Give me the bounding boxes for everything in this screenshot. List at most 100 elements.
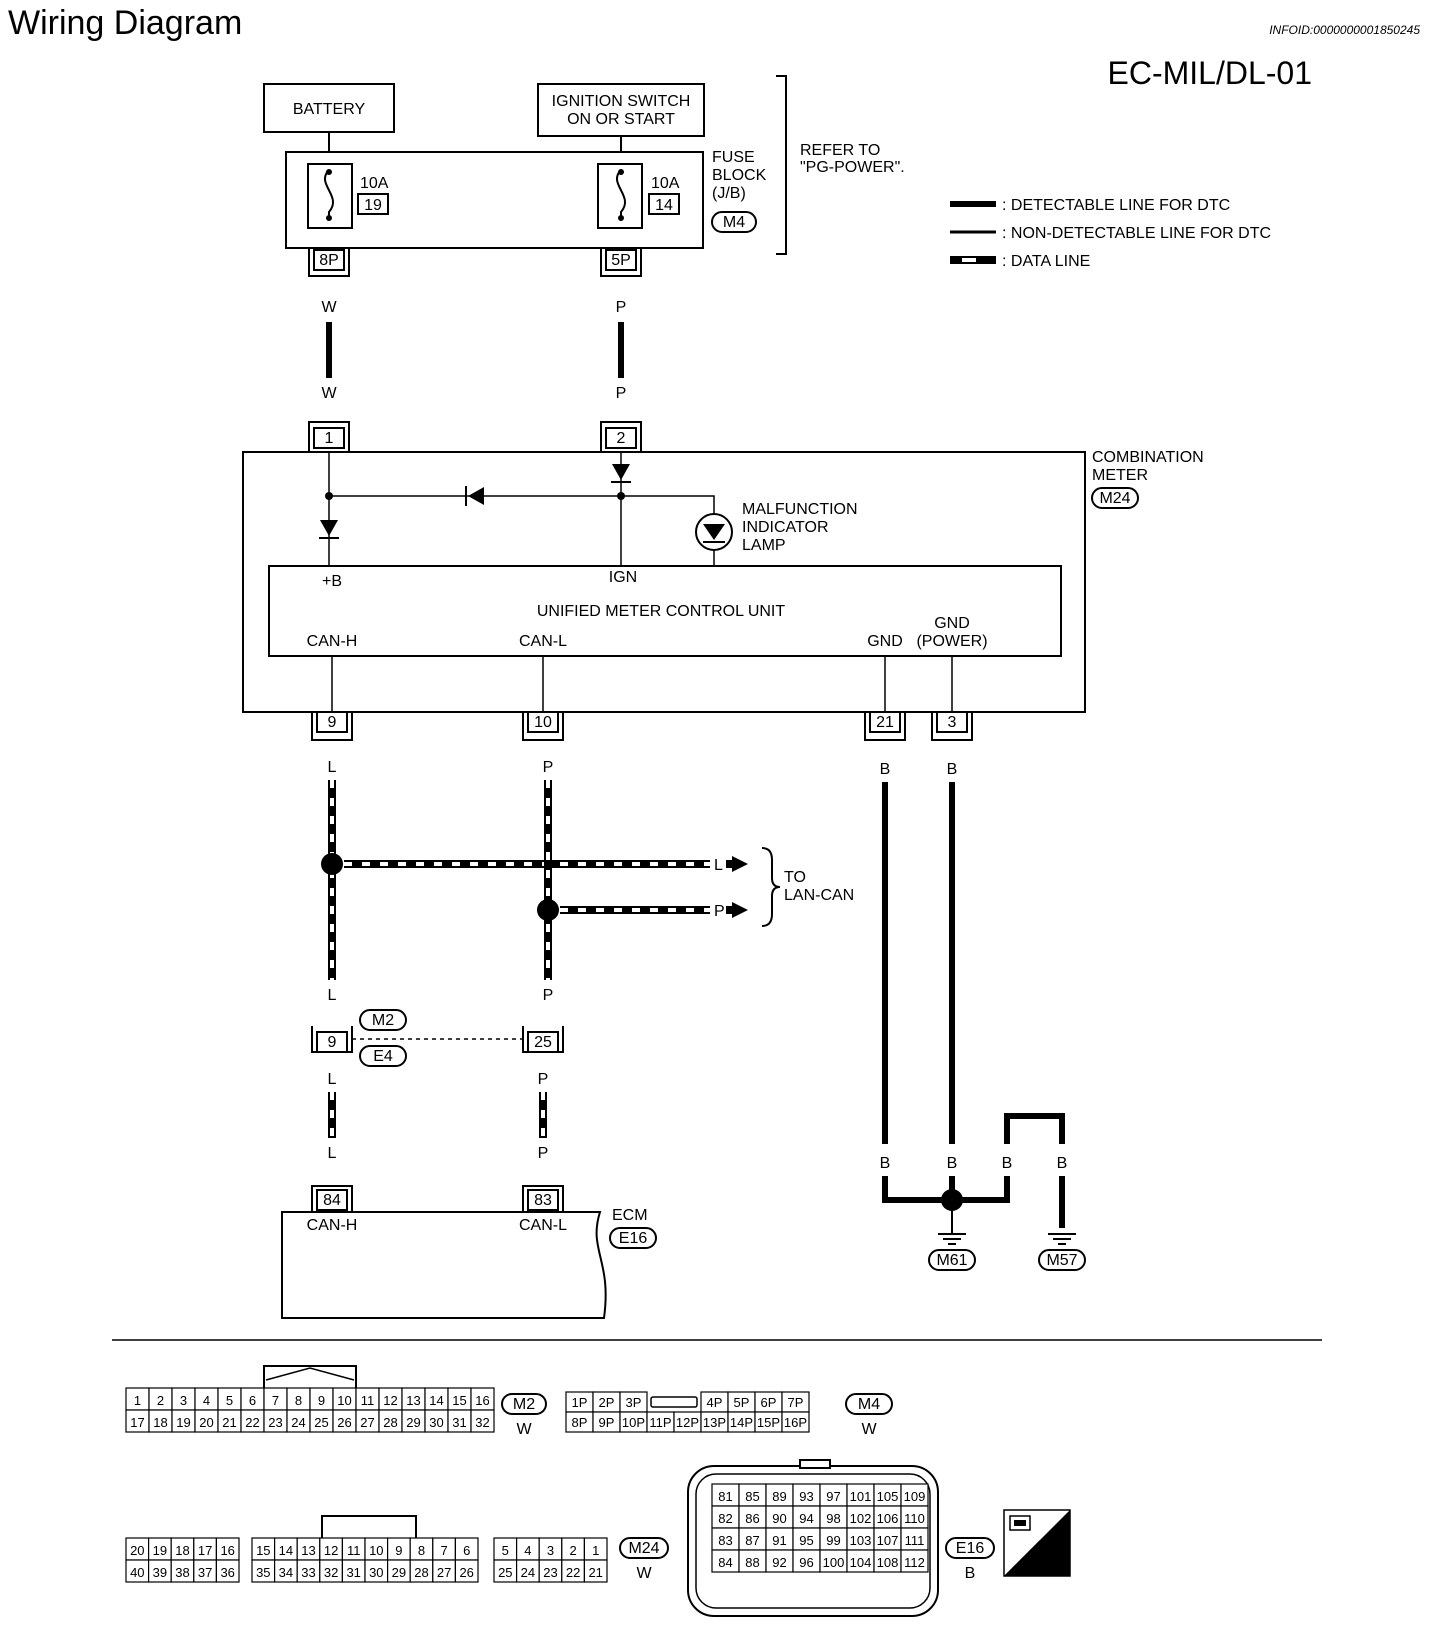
- connector-e16-pin-label: 111: [905, 1533, 925, 1548]
- fuse-block-connector-badge: [711, 211, 757, 233]
- connector-e16-cell: [900, 1549, 929, 1573]
- m57-badge: [1038, 1249, 1086, 1271]
- unified-meter-control-unit: [268, 565, 1062, 657]
- joint-pin-9-label: 9: [328, 1034, 337, 1051]
- connector-m2-pin-label: 19: [176, 1415, 190, 1430]
- info-id: INFOID:0000000001850245: [1269, 23, 1420, 37]
- connector-e16-pin-label: 88: [745, 1555, 759, 1570]
- connector-e16-pin-label: 89: [772, 1489, 786, 1504]
- ecm-can-h-label: CAN-H: [307, 1217, 358, 1234]
- can-h-label: CAN-H: [307, 633, 358, 650]
- pin-1-label: 1: [325, 430, 334, 447]
- connector-m2-pin-label: 31: [452, 1415, 466, 1430]
- joint-pin-25: [527, 1031, 559, 1053]
- connector-m4-id: M4: [858, 1396, 880, 1413]
- connector-e16-pin-label: 103: [850, 1533, 872, 1548]
- connector-m24-pin-label: 35: [256, 1565, 270, 1580]
- connector-m2-pin-label: 14: [429, 1393, 443, 1408]
- fuse-19-number: 19: [364, 197, 382, 214]
- connector-e16-pin-label: 96: [799, 1555, 813, 1570]
- connector-m24-pin-label: 4: [524, 1543, 531, 1558]
- connector-m24-pin-label: 20: [130, 1543, 144, 1558]
- pin-21-outer: [864, 712, 906, 741]
- wire-color-p-2: P: [543, 987, 554, 1004]
- gnd-power-label-1: GND: [934, 615, 970, 632]
- connector-m24-pin-label: 16: [220, 1543, 234, 1558]
- connector-e16-pin-label: 86: [745, 1511, 759, 1526]
- term-5p-label: 5P: [611, 252, 631, 269]
- connector-e16-pin-label: 82: [718, 1511, 732, 1526]
- connector-m24-pin-label: 30: [369, 1565, 383, 1580]
- connector-m24-pin-label: 17: [198, 1543, 212, 1558]
- connector-m4-blank-slot: [650, 1396, 698, 1408]
- connector-m2-pin-label: 25: [314, 1415, 328, 1430]
- m61-label: M61: [936, 1252, 967, 1269]
- fuse-14-element: [615, 169, 627, 218]
- plus-b-label: +B: [322, 573, 342, 590]
- combination-meter-connector-badge: [1091, 487, 1139, 509]
- connector-m2-pin-label: 24: [291, 1415, 305, 1430]
- fuse-block-label-2: BLOCK: [712, 167, 767, 184]
- connector-m24-pin-label: 18: [175, 1543, 189, 1558]
- wire-color-l-1: L: [328, 759, 337, 776]
- connector-m2-pin-label: 26: [337, 1415, 351, 1430]
- pin-10-outer: [522, 712, 564, 741]
- connector-m24-pin-label: 12: [324, 1543, 338, 1558]
- connector-m2-pin-label: 28: [383, 1415, 397, 1430]
- joint-m2-badge: [359, 1009, 407, 1031]
- pin-3: [936, 711, 968, 733]
- fuse-14-number-box: [648, 193, 680, 215]
- ign-label: IGN: [609, 569, 637, 586]
- connector-e16-pin-label: 87: [745, 1533, 759, 1548]
- connector-m24-pin-label: 3: [547, 1543, 554, 1558]
- fuse-19-amp: 10A: [360, 175, 389, 192]
- can-h-branch-arrow-tail: [726, 860, 734, 868]
- wire-color-l-4: L: [328, 1145, 337, 1162]
- legend-data-label: : DATA LINE: [1002, 253, 1090, 270]
- connector-m24-pin-label: 19: [153, 1543, 167, 1558]
- joint-pin-25-label: 25: [534, 1034, 552, 1051]
- fuse-19-bottom-dot: [326, 215, 332, 221]
- connector-e16-id: E16: [956, 1540, 985, 1557]
- lan-can-label-1: TO: [784, 869, 806, 886]
- lan-can-brace: [761, 847, 781, 927]
- fuse-14-number: 14: [655, 197, 673, 214]
- wire-color-p-4: P: [538, 1145, 549, 1162]
- connector-e16-pin-label: 81: [718, 1489, 732, 1504]
- connector-m4-pin-label: 7P: [788, 1395, 804, 1410]
- connector-e16-pin-label: 91: [772, 1533, 786, 1548]
- m61-badge: [928, 1249, 976, 1271]
- term-8p: [313, 249, 345, 271]
- pin-3-label: 3: [948, 714, 957, 731]
- connector-m4-pin-label: 10P: [622, 1415, 645, 1430]
- connector-e16-pin-label: 102: [850, 1511, 872, 1526]
- connector-m4-pin-label: 6P: [761, 1395, 777, 1410]
- hs-icon: H.S.: [1003, 1509, 1071, 1577]
- fuse-block-label-3: (J/B): [712, 185, 746, 202]
- connector-m2-badge: [501, 1393, 547, 1415]
- connector-m24-pin-label: 11: [347, 1543, 361, 1558]
- wire-color-b-1: B: [880, 761, 891, 778]
- connector-e16-pin-label: 107: [877, 1533, 899, 1548]
- fuse-block-label-1: FUSE: [712, 149, 755, 166]
- connector-m4-pin-label: 13P: [703, 1415, 726, 1430]
- connector-m24-pin-label: 27: [437, 1565, 451, 1580]
- wire-color-b-4: B: [947, 1155, 958, 1172]
- crossover-diode: [468, 487, 484, 505]
- fuse-14-top-dot: [618, 169, 624, 175]
- wire-color-p-branch: P: [714, 903, 725, 920]
- connector-e16-pin-label: 95: [799, 1533, 813, 1548]
- wire-color-p-1: P: [543, 759, 554, 776]
- can-l-branch-arrow-tail: [726, 906, 734, 914]
- battery-box: [263, 83, 395, 133]
- gnd-power-label-2: (POWER): [916, 633, 987, 650]
- connector-m2-pin-label: 3: [180, 1393, 187, 1408]
- connector-m24-pin-label: 7: [440, 1543, 447, 1558]
- legend-non-detectable-label: : NON-DETECTABLE LINE FOR DTC: [1002, 225, 1271, 242]
- joint-pin-9: [316, 1031, 348, 1053]
- connector-m24-cell: [583, 1559, 608, 1583]
